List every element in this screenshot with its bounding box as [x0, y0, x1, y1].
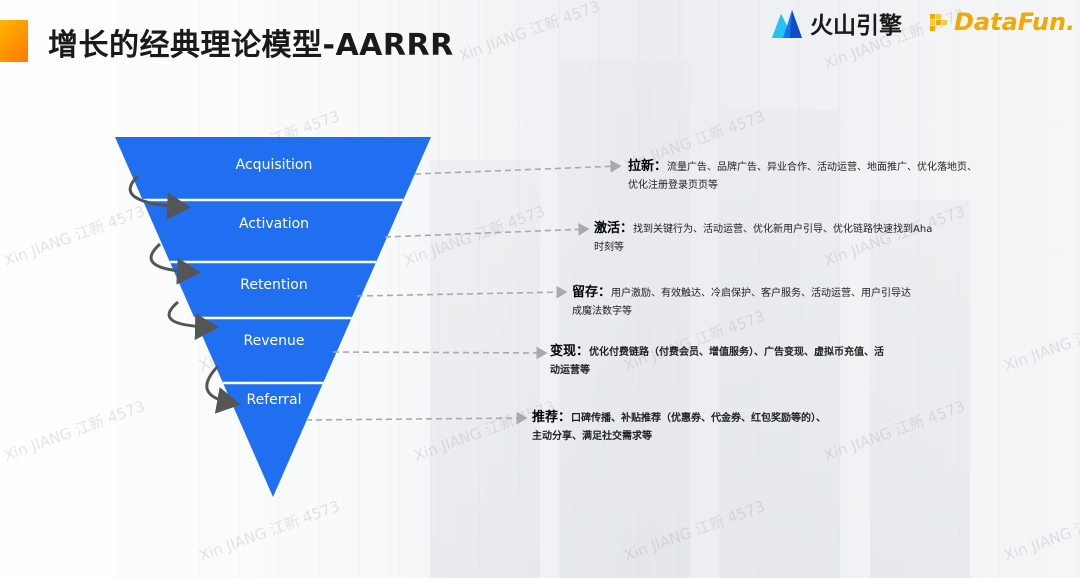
desc-key: 激活：	[594, 221, 634, 236]
stage-label-activation: Activation	[238, 216, 310, 232]
desc-line1: 找到关键行为、活动运营、优化新用户引导、优化链路快速找到Aha	[633, 224, 933, 235]
desc-key: 留存：	[572, 285, 612, 300]
desc-acquisition: 拉新：流量广告、品牌广告、异业合作、活动运营、地面推广、优化落地页、 优化注册登…	[628, 158, 998, 195]
dashed-connector-1	[414, 159, 622, 175]
dashed-connectors	[305, 159, 622, 425]
background-building	[430, 160, 540, 578]
desc-line1: 用户激励、有效触达、冷启保护、客户服务、活动运营、用户引导达	[611, 288, 912, 299]
transition-arrow-2	[149, 242, 201, 285]
title-accent-bar	[0, 20, 28, 62]
desc-line2: 动运营等	[550, 365, 590, 376]
background-building	[560, 60, 690, 578]
stage-transition-arrows	[128, 174, 241, 414]
dashed-connector-4	[332, 346, 548, 360]
desc-key: 拉新：	[628, 159, 668, 174]
volcano-engine-wordmark: 火山引擎	[810, 13, 902, 39]
desc-line2: 主动分享、满足社交需求等	[532, 431, 652, 442]
volcano-logo-icon	[772, 10, 802, 38]
datafun-logo: DataFun.	[930, 8, 1075, 36]
transition-arrow-1	[128, 174, 191, 220]
dashed-connector-2	[384, 222, 590, 238]
dashed-connector-5	[305, 411, 528, 425]
stage-label-revenue: Revenue	[243, 333, 305, 349]
desc-retention: 留存：用户激励、有效触达、冷启保护、客户服务、活动运营、用户引导达 成魔法数字等	[572, 284, 942, 321]
datafun-wordmark: DataFun.	[954, 8, 1076, 36]
desc-referral: 推荐：口碑传播、补贴推荐（优惠券、代金券、红包奖励等的）、 主动分享、满足社交需…	[532, 409, 902, 446]
stage-label-referral: Referral	[246, 392, 302, 408]
desc-line2: 优化注册登录页页等	[628, 180, 718, 191]
transition-arrow-3	[167, 300, 219, 341]
desc-line2: 成魔法数字等	[572, 306, 632, 317]
dashed-connector-3	[356, 285, 568, 299]
stage-label-retention: Retention	[240, 277, 308, 293]
background-building	[720, 110, 840, 578]
desc-line2: 时刻等	[594, 242, 624, 253]
page-title: 增长的经典理论模型-AARRR	[48, 28, 454, 63]
desc-key: 推荐：	[532, 410, 572, 425]
desc-revenue: 变现：优化付费链路（付费会员、增值服务）、广告变现、虚拟币充值、活 动运营等	[550, 343, 920, 380]
desc-key: 变现：	[550, 344, 590, 359]
stage-label-acquisition: Acquisition	[235, 157, 313, 173]
desc-activation: 激活：找到关键行为、活动运营、优化新用户引导、优化链路快速找到Aha 时刻等	[594, 220, 964, 257]
desc-line1: 优化付费链路（付费会员、增值服务）、广告变现、虚拟币充值、活	[589, 347, 885, 358]
desc-line1: 流量广告、品牌广告、异业合作、活动运营、地面推广、优化落地页、	[667, 162, 978, 173]
background-building	[870, 200, 970, 578]
datafun-logo-icon	[930, 14, 947, 31]
volcano-engine-logo: 火山引擎	[770, 6, 902, 40]
desc-line1: 口碑传播、补贴推荐（优惠券、代金券、红包奖励等的）、	[571, 413, 827, 424]
transition-arrow-4	[205, 364, 241, 414]
